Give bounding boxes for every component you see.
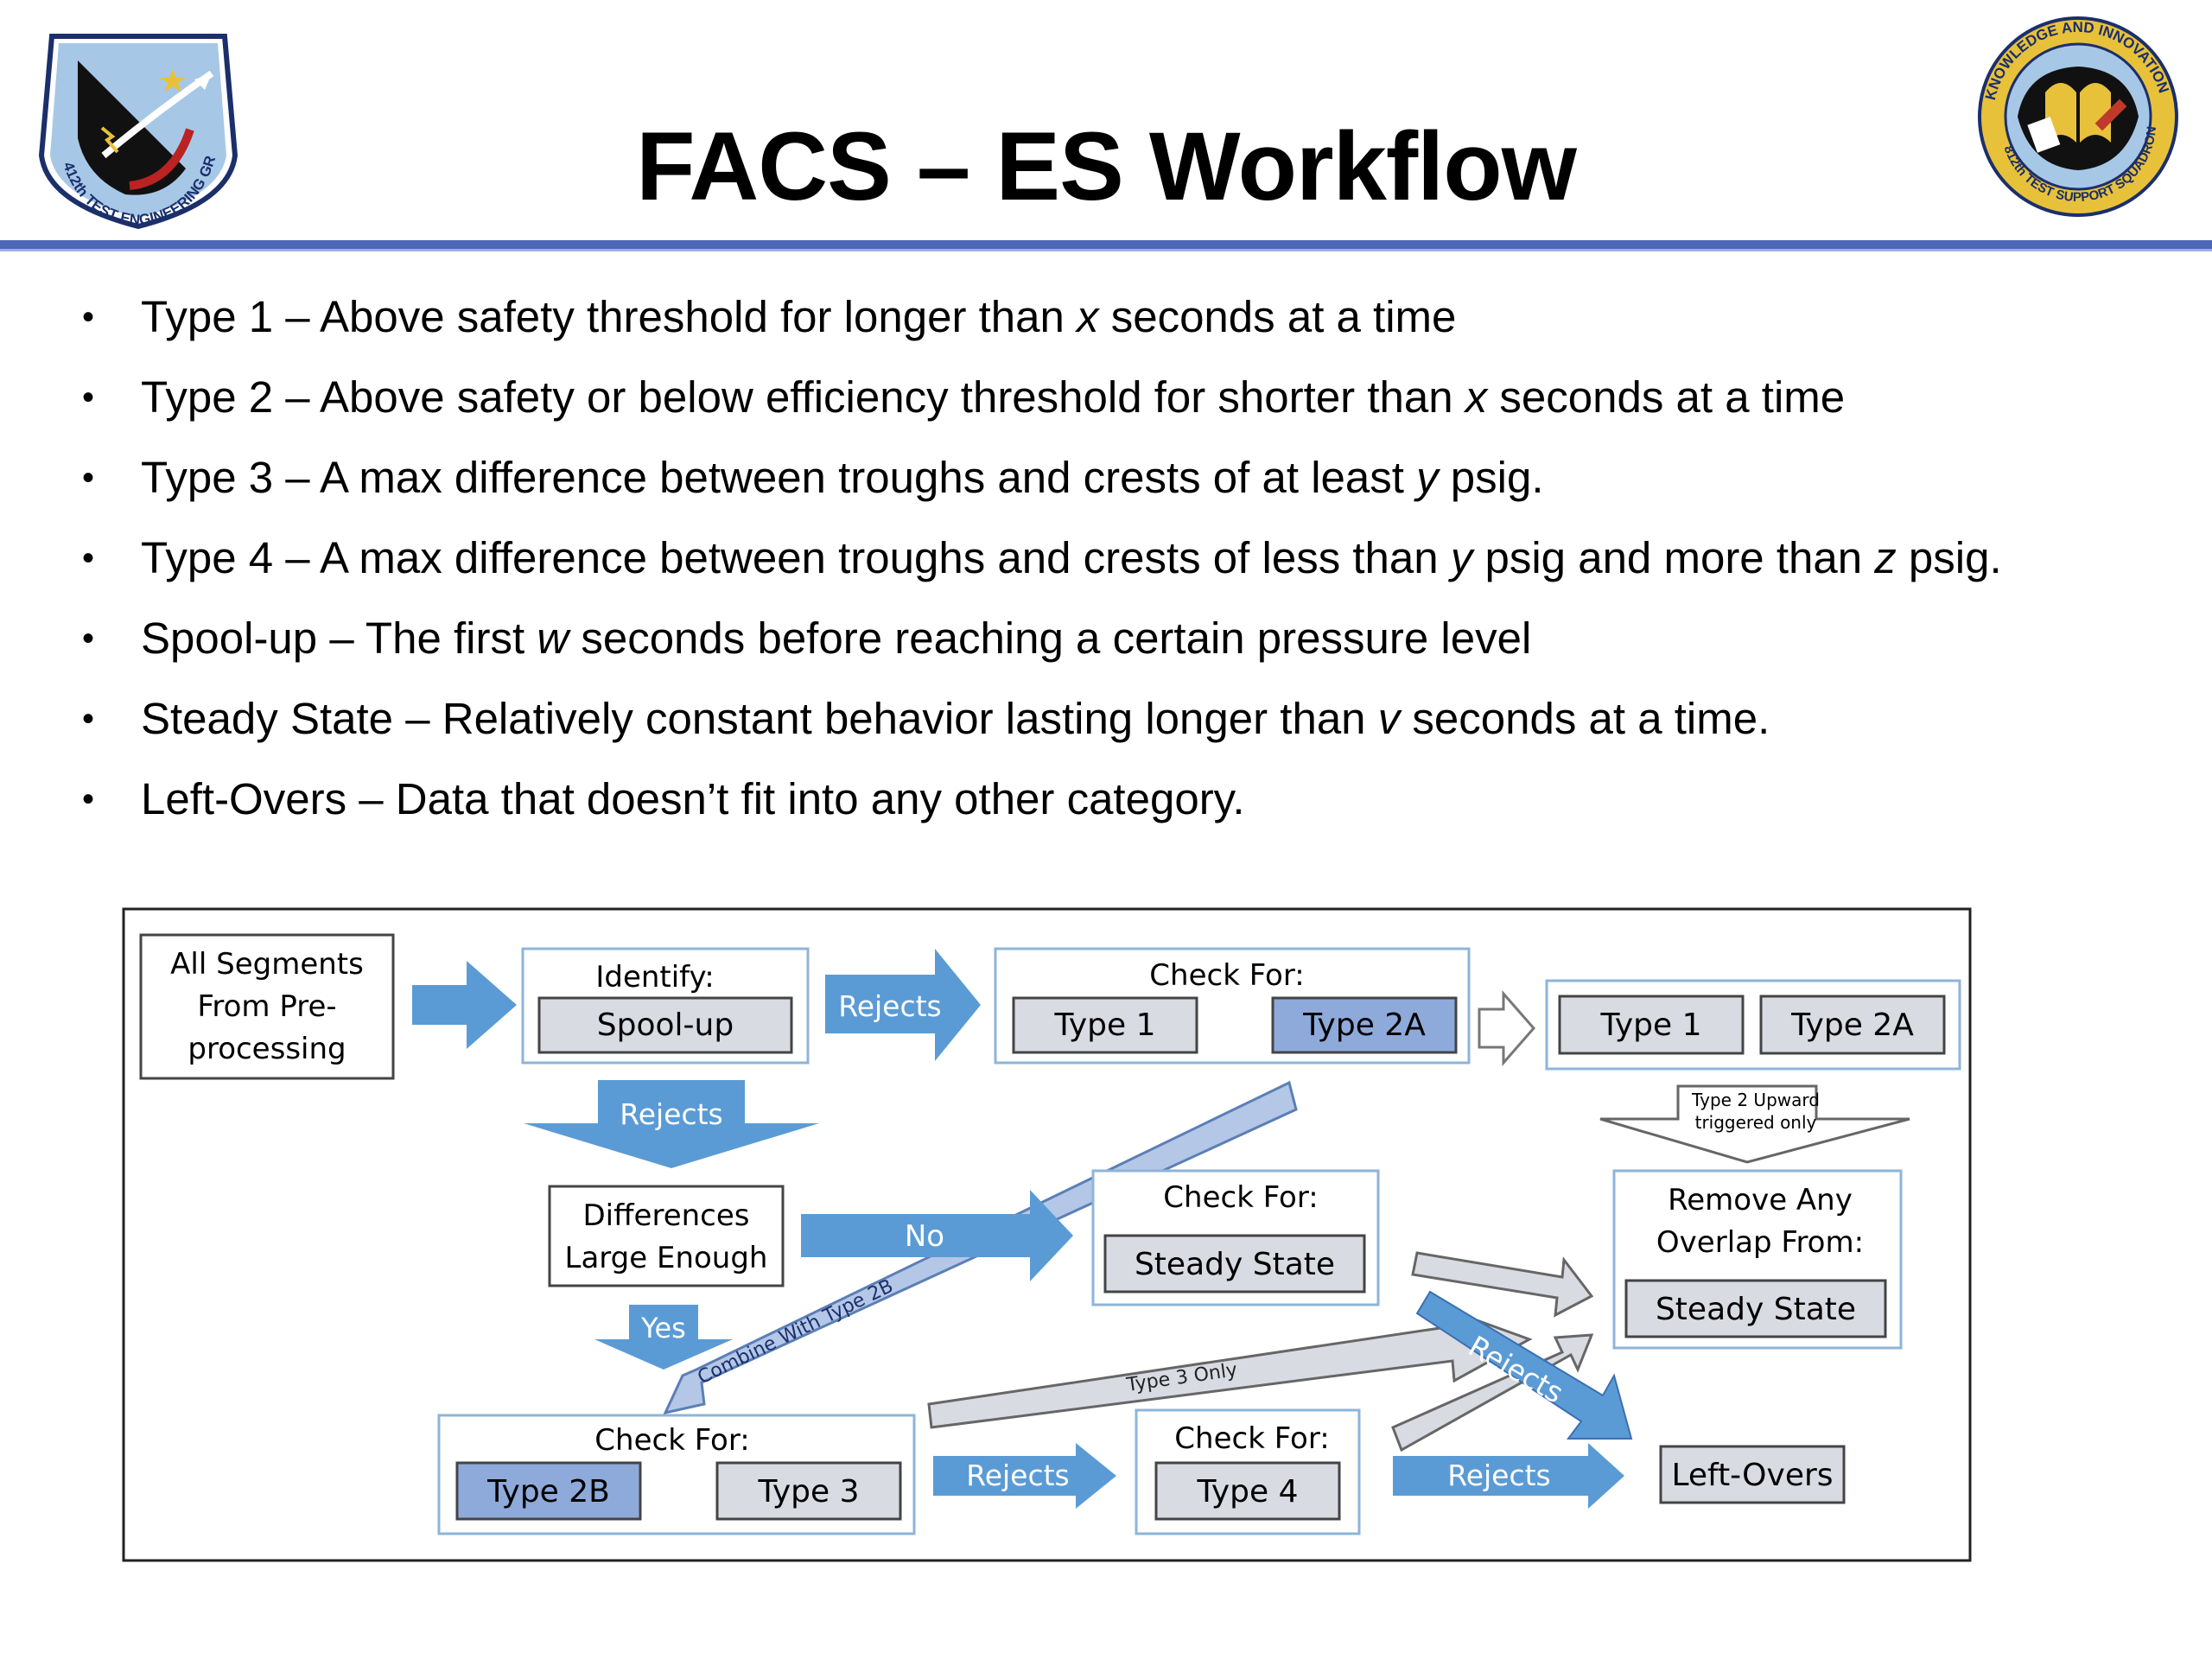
check-type4-heading: Check For: (1174, 1421, 1329, 1456)
result-type2a-label: Type 2A (1790, 1007, 1914, 1043)
check-type2a-label: Type 2A (1302, 1007, 1426, 1043)
check-type3-label: Type 3 (757, 1474, 859, 1510)
remove-overlap-line-1: Remove Any (1668, 1183, 1853, 1217)
arrow-start-to-identify (412, 961, 517, 1049)
bullet-type3: Type 3 – A max difference between trough… (82, 450, 2002, 531)
bullet-type2: Type 2 – Above safety or below efficienc… (82, 370, 2002, 450)
arrow-identify-rejects (825, 949, 981, 1061)
category-definitions: Type 1 – Above safety threshold for long… (82, 289, 2002, 852)
arrow-type2-upward (1599, 1084, 1910, 1164)
test-engineering-group-emblem: 412th TEST ENGINEERING GROUP (35, 26, 238, 230)
result-type1-label: Type 1 (1599, 1007, 1701, 1043)
label-no: No (905, 1219, 944, 1254)
arrow-yes (594, 1305, 733, 1370)
left-overs-label: Left-Overs (1671, 1458, 1833, 1493)
check-steady-label: Steady State (1135, 1247, 1335, 1282)
check-type2b-label: Type 2B (486, 1474, 610, 1510)
label-identify-rejects: Rejects (838, 989, 942, 1023)
box-check-type1 (1012, 996, 1198, 1054)
differences-line-2: Large Enough (565, 1241, 768, 1275)
check-type2b-3-heading: Check For: (594, 1423, 749, 1458)
box-check-type4 (1154, 1461, 1341, 1521)
check-type1-label: Type 1 (1053, 1007, 1155, 1043)
remove-steady-label: Steady State (1656, 1292, 1856, 1327)
box-check-type2a (1271, 996, 1458, 1054)
box-left-overs (1659, 1445, 1846, 1504)
check-type1-2a-heading: Check For: (1149, 958, 1304, 993)
label-type3-rejects: Rejects (966, 1459, 1070, 1492)
bullet-spool-up: Spool-up – The first w seconds before re… (82, 611, 2002, 691)
label-spoolup-rejects: Rejects (620, 1097, 723, 1131)
box-check-type3 (715, 1461, 902, 1521)
remove-overlap-line-2: Overlap From: (1656, 1225, 1864, 1260)
page-title: FACS – ES Workflow (636, 112, 1577, 220)
header-rule-accent (0, 249, 2212, 251)
header-rule (0, 240, 2212, 249)
bullet-left-overs: Left-Overs – Data that doesn’t fit into … (82, 772, 2002, 852)
identify-heading: Identify: (595, 960, 714, 995)
check-steady-heading: Check For: (1163, 1180, 1318, 1215)
arrow-spoolup-rejects-down (524, 1080, 819, 1168)
label-type2-upward-line2: triggered only (1695, 1112, 1817, 1133)
label-type2-upward-line1: Type 2 Upward (1691, 1090, 1820, 1110)
box-check-type2b (455, 1461, 642, 1521)
arrow-type3-rejects (933, 1443, 1116, 1509)
arrow-to-type1-2a-result (1478, 990, 1535, 1066)
box-spool-up (537, 996, 793, 1054)
test-support-squadron-emblem: KNOWLEDGE AND INNOVATION 812th TEST SUPP… (1978, 16, 2178, 217)
bullet-type4: Type 4 – A max difference between trough… (82, 531, 2002, 611)
box-all-segments (139, 933, 395, 1080)
start-line-1: All Segments (170, 947, 364, 982)
check-type4-label: Type 4 (1196, 1474, 1298, 1510)
box-differences (548, 1185, 785, 1287)
box-result-type1 (1558, 995, 1745, 1055)
label-type4-rejects: Rejects (1447, 1459, 1551, 1492)
arrow-type4-rejects (1393, 1443, 1624, 1509)
start-line-3: processing (188, 1032, 346, 1066)
box-check-steady-state (1103, 1234, 1366, 1294)
differences-line-1: Differences (583, 1198, 750, 1233)
arrow-no (801, 1190, 1073, 1281)
label-yes: Yes (640, 1312, 686, 1344)
arrow-rejects-diagonal (1415, 1290, 1633, 1440)
box-remove-steady-state (1624, 1279, 1887, 1338)
start-line-2: From Pre- (197, 989, 336, 1024)
spool-up-label: Spool-up (597, 1007, 734, 1043)
bullet-steady-state: Steady State – Relatively constant behav… (82, 691, 2002, 772)
box-result-type2a (1759, 995, 1946, 1055)
arrow-steady-to-overlap (1411, 1251, 1594, 1318)
bullet-type1: Type 1 – Above safety threshold for long… (82, 289, 2002, 370)
